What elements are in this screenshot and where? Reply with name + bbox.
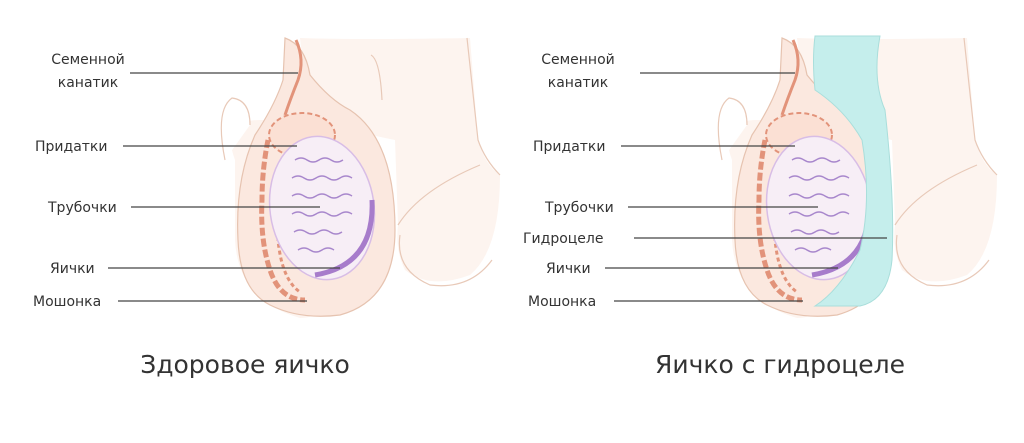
- label-cord-1: Семенной: [51, 52, 125, 68]
- healthy-illustration: [221, 38, 500, 318]
- healthy-panel: Семенной канатик Придатки Трубочки Яички…: [33, 38, 500, 379]
- label-hydrocele: Гидроцеле: [523, 231, 603, 247]
- label-tubules: Трубочки: [47, 200, 117, 216]
- label-cord-1: Семенной: [541, 52, 615, 68]
- label-cord-2: канатик: [58, 75, 118, 91]
- label-scrotum: Мошонка: [528, 294, 596, 310]
- label-testis: Яички: [546, 261, 591, 277]
- healthy-title: Здоровое яичко: [140, 350, 350, 379]
- label-tubules: Трубочки: [544, 200, 614, 216]
- label-scrotum: Мошонка: [33, 294, 101, 310]
- label-testis: Яички: [50, 261, 95, 277]
- label-epididymis: Придатки: [533, 139, 605, 155]
- hydrocele-panel: Семенной канатик Придатки Трубочки Гидро…: [523, 35, 997, 379]
- label-epididymis: Придатки: [35, 139, 107, 155]
- hydrocele-title: Яичко с гидроцеле: [655, 350, 905, 379]
- label-cord-2: канатик: [548, 75, 608, 91]
